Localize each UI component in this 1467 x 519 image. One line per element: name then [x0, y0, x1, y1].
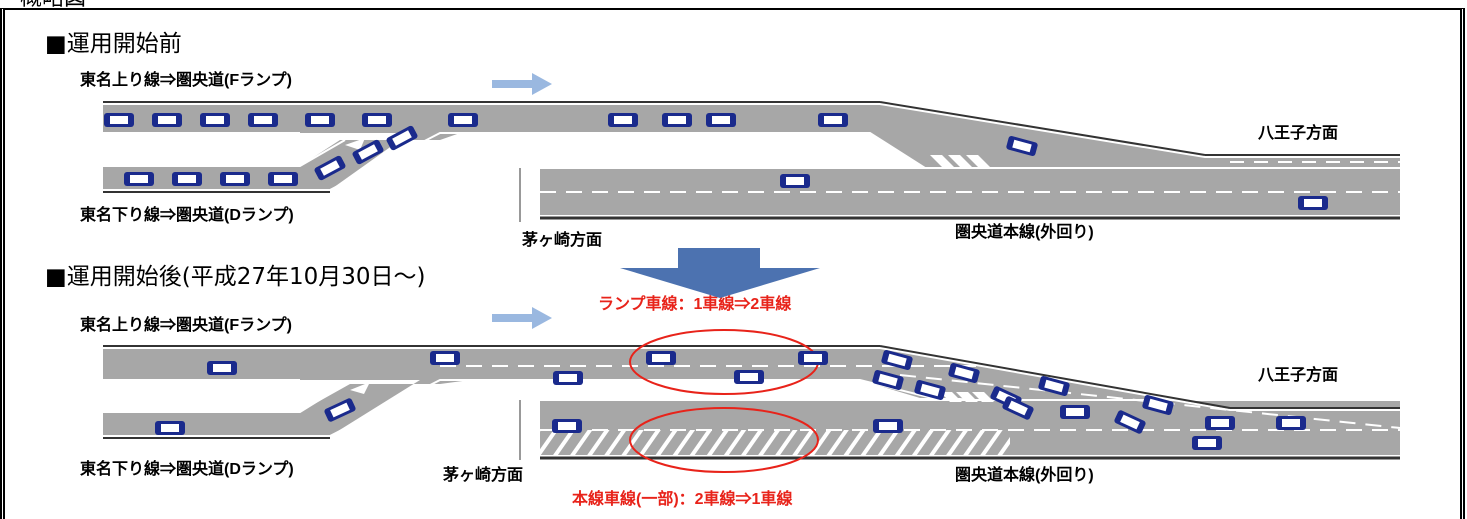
before-hachioji-label: 八王子方面 [1258, 125, 1339, 142]
after-hachioji-label: 八王子方面 [1258, 367, 1339, 384]
car-icon [1276, 416, 1306, 430]
car-icon [706, 113, 736, 127]
car-icon [324, 398, 356, 422]
car-icon [873, 419, 903, 433]
car-icon [172, 172, 202, 186]
after-chigasaki-label: 茅ヶ崎方面 [443, 467, 524, 484]
car-icon [948, 363, 980, 383]
down-arrow-icon [620, 248, 820, 298]
car-icon [1142, 395, 1174, 415]
page-title: 概略図 [20, 0, 86, 10]
after-cars [155, 350, 1306, 450]
after-mainline-label: 圏央道本線(外回り) [955, 467, 1094, 484]
after-lower-ramp-road [103, 380, 470, 436]
car-icon [734, 370, 764, 384]
car-icon [1192, 436, 1222, 450]
car-icon [1205, 416, 1235, 430]
after-gore-chevrons [350, 382, 994, 402]
after-upper-ramp-label: 東名上り線⇒圏央道(Fランプ) [80, 317, 292, 334]
after-heading: ■運用開始後(平成27年10月30日～) [45, 264, 426, 290]
car-icon [305, 113, 335, 127]
car-icon [1002, 396, 1034, 420]
car-icon [104, 113, 134, 127]
before-lower-ramp-label: 東名下り線⇒圏央道(Dランプ) [80, 207, 294, 224]
car-icon [552, 419, 582, 433]
closed-lane-hatching [540, 430, 1010, 455]
car-icon [780, 174, 810, 188]
car-icon [914, 380, 946, 400]
car-icon [362, 113, 392, 127]
car-icon [220, 172, 250, 186]
car-icon [646, 351, 676, 365]
car-icon [200, 113, 230, 127]
car-icon [1006, 136, 1038, 156]
car-icon [1114, 410, 1146, 434]
after-lower-ramp-label: 東名下り線⇒圏央道(Dランプ) [80, 461, 294, 478]
mainline-lane-highlight-circle [629, 407, 819, 473]
before-gore-chevrons [345, 138, 991, 168]
before-cars [104, 113, 1328, 210]
car-icon [553, 371, 583, 385]
car-icon [608, 113, 638, 127]
car-icon [124, 172, 154, 186]
car-icon [207, 361, 237, 375]
car-icon [448, 113, 478, 127]
before-heading: ■運用開始前 [45, 31, 182, 57]
before-chigasaki-label: 茅ヶ崎方面 [522, 232, 603, 249]
car-icon [662, 113, 692, 127]
after-road-network [103, 345, 1401, 460]
after-direction-arrow-icon [492, 307, 552, 329]
ramp-lane-change-label: ランプ車線：1車線⇒2車線 [598, 296, 792, 313]
before-upper-ramp-road [103, 104, 1400, 172]
car-icon [872, 370, 904, 390]
car-icon [268, 172, 298, 186]
diagram-frame [0, 8, 1465, 519]
car-icon [352, 139, 384, 165]
car-icon [881, 350, 913, 370]
car-icon [1038, 376, 1070, 396]
before-direction-arrow-icon [492, 73, 552, 95]
before-upper-ramp-label: 東名上り線⇒圏央道(Fランプ) [80, 72, 292, 89]
car-icon [155, 421, 185, 435]
car-icon [1298, 196, 1328, 210]
car-icon [152, 113, 182, 127]
car-icon [248, 113, 278, 127]
before-mainline-label: 圏央道本線(外回り) [955, 224, 1094, 241]
car-icon [798, 351, 828, 365]
mainline-lane-change-label: 本線車線(一部)：2車線⇒1車線 [572, 491, 793, 508]
car-icon [314, 155, 346, 181]
before-road-network [103, 101, 1400, 222]
car-icon [430, 351, 460, 365]
car-icon [386, 125, 418, 151]
car-icon [818, 113, 848, 127]
car-icon [1060, 405, 1090, 419]
